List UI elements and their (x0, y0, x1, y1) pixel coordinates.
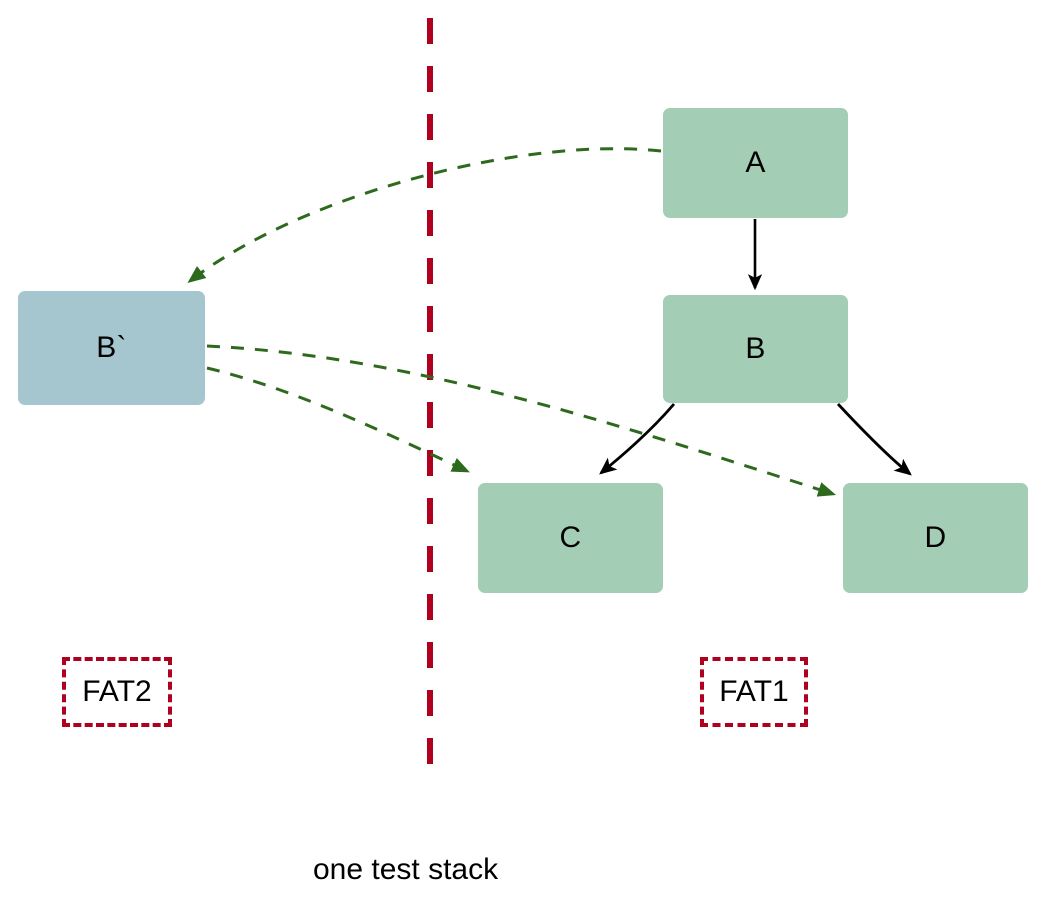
node-d[interactable]: D (843, 483, 1028, 593)
group-label-fat2: FAT2 (62, 657, 172, 727)
node-b-prime-label: B` (96, 331, 127, 364)
edge-a-to-bp (187, 147, 662, 283)
node-a[interactable]: A (663, 108, 848, 218)
group-label-fat2-text: FAT2 (82, 675, 152, 708)
node-c-label: C (559, 521, 582, 554)
group-label-fat1-text: FAT1 (719, 675, 789, 708)
node-b-label: B (745, 332, 766, 365)
node-d-label: D (924, 521, 947, 554)
edge-b-to-d (836, 403, 912, 476)
node-b[interactable]: B (663, 295, 848, 403)
node-c[interactable]: C (478, 483, 663, 593)
node-a-label: A (745, 146, 766, 179)
edge-bp-to-d (206, 344, 837, 497)
edge-b-to-c (599, 403, 676, 475)
diagram-caption: one test stack (313, 853, 499, 886)
group-label-fat1: FAT1 (700, 657, 808, 727)
node-b-prime[interactable]: B` (18, 291, 205, 405)
edge-bp-to-c (206, 366, 470, 473)
